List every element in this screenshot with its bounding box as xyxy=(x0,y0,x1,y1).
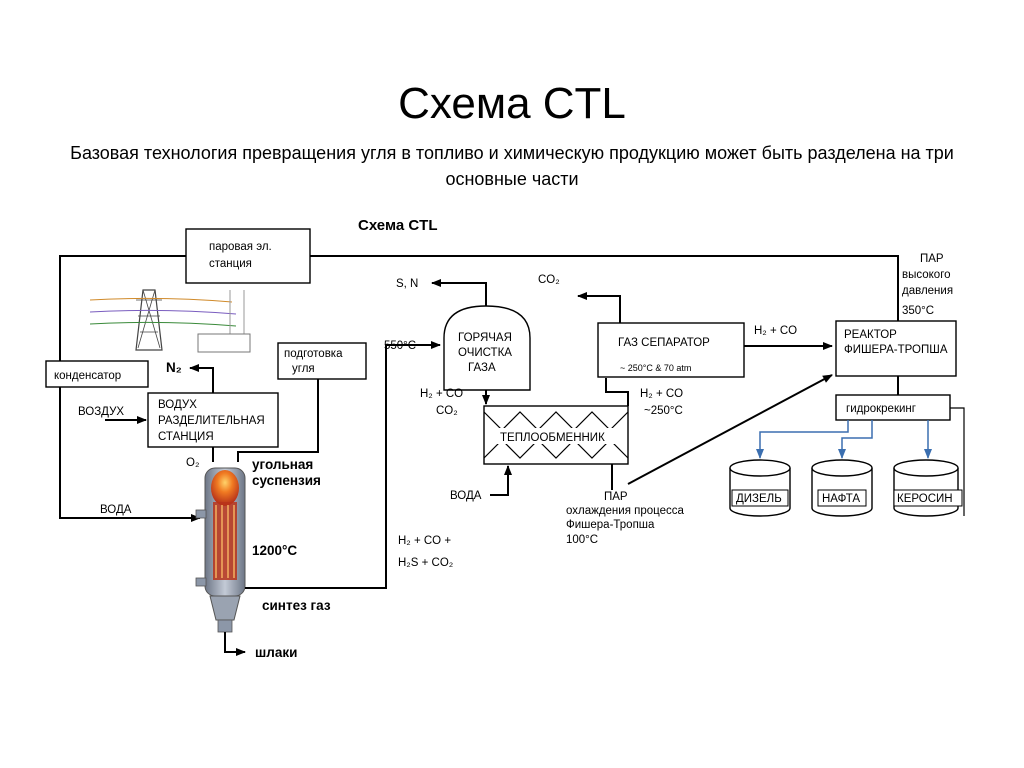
hp-steam-label-2: высокого xyxy=(902,269,951,281)
separator-in-2: ~250°C xyxy=(644,405,683,417)
n2-label: N₂ xyxy=(166,360,182,375)
ft-reactor-label-1: РЕАКТОР xyxy=(844,329,897,341)
tank-kerosene-icon xyxy=(893,459,959,517)
hp-steam-label-1: ПАР xyxy=(920,253,944,265)
power-station-label-1: паровая эл. xyxy=(209,241,272,253)
syngas-line xyxy=(245,341,441,589)
hydrocracking-label: гидрокрекинг xyxy=(846,403,916,415)
heat-exchanger-label-bg xyxy=(496,428,616,444)
hot-cleanup-vessel xyxy=(443,305,531,391)
gas-separator-box xyxy=(597,322,745,378)
air-separation-label-3: СТАНЦИЯ xyxy=(158,431,214,443)
steam-cooling-2: охлаждения процесса xyxy=(566,505,684,517)
slide-subtitle: Базовая технология превращения угля в то… xyxy=(70,143,954,189)
tank-kerosene-label: КЕРОСИН xyxy=(897,493,953,505)
coal-prep-box xyxy=(277,342,367,380)
tank-naphtha-label-bg xyxy=(817,489,867,507)
coal-prep-to-gasifier-line xyxy=(237,379,319,462)
ft-reactor-box xyxy=(835,320,957,377)
return-line xyxy=(950,407,965,516)
slag-out-arrow xyxy=(224,632,246,656)
tank-naphtha-label: НАФТА xyxy=(822,493,860,505)
gasifier-temp-label: 1200°C xyxy=(252,543,297,558)
exchanger-to-separator-line xyxy=(605,378,629,406)
ft-feed-label: H₂ + CO xyxy=(754,325,797,337)
gas-separator-label: ГАЗ СЕПАРАТОР xyxy=(618,337,710,349)
hp-steam-label-3: давления xyxy=(902,285,953,297)
n2-out-arrow xyxy=(189,364,214,393)
product-line-diesel xyxy=(756,420,849,459)
air-separation-label-1: ВОДУХ xyxy=(158,399,197,411)
power-station-box xyxy=(185,228,311,284)
product-line-naphtha xyxy=(838,420,873,459)
hp-steam-label-4: 350°C xyxy=(902,305,934,317)
ft-reactor-label-2: ФИШЕРА-ТРОПША xyxy=(844,344,948,356)
separator-conditions-label: ~ 250°C & 70 atm xyxy=(620,363,691,373)
syngas-label: синтез газ xyxy=(262,598,331,613)
steam-to-reactor-arrow xyxy=(627,374,833,485)
tank-kerosene-label-bg xyxy=(893,489,963,507)
gasifier-vessel-icon xyxy=(195,467,246,633)
coal-prep-label-1: подготовка xyxy=(284,348,343,360)
sn-label: S, N xyxy=(396,278,418,290)
water-left-label: ВОДА xyxy=(100,504,132,516)
tank-naphtha-icon xyxy=(811,459,873,517)
heat-exchanger-zigzag-top xyxy=(483,411,629,431)
tank-diesel-label-bg xyxy=(731,489,789,507)
hot-cleanup-label-1: ГОРЯЧАЯ xyxy=(458,332,512,344)
cleanup-out-1: H₂ + CO xyxy=(420,388,463,400)
condenser-box xyxy=(45,360,149,388)
hot-cleanup-label-3: ГАЗА xyxy=(468,362,496,374)
tank-diesel-label: ДИЗЕЛЬ xyxy=(736,493,782,505)
air-label: ВОЗДУХ xyxy=(78,406,124,418)
cleanup-out-2: CO₂ xyxy=(436,405,458,417)
co2-out-arrow xyxy=(577,292,621,323)
slurry-label-1: угольная xyxy=(252,457,313,472)
air-separation-box xyxy=(147,392,279,448)
separator-in-1: H₂ + CO xyxy=(640,388,683,400)
o2-label: O₂ xyxy=(186,457,199,469)
syngas-composition-1: H₂ + CO + xyxy=(398,535,451,547)
transmission-tower-icon xyxy=(89,289,251,353)
hot-cleanup-temp-label: 550°C xyxy=(384,340,416,352)
steam-cooling-4: 100°C xyxy=(566,534,598,546)
steam-cooling-3: Фишера-Тропша xyxy=(566,519,655,531)
tank-diesel-icon xyxy=(729,459,791,517)
coal-prep-label-2: угля xyxy=(292,363,315,375)
slag-label: шлаки xyxy=(255,645,297,660)
power-station-label-2: станция xyxy=(209,258,252,270)
syngas-composition-2: H₂S + CO₂ xyxy=(398,557,453,569)
diagram-heading: Схема CTL xyxy=(358,217,438,234)
steam-cooling-1: ПАР xyxy=(604,491,628,503)
co2-label: CO₂ xyxy=(538,274,560,286)
air-separation-label-2: РАЗДЕЛИТЕЛЬНАЯ xyxy=(158,415,265,427)
hot-cleanup-label-2: ОЧИСТКА xyxy=(458,347,512,359)
sn-out-arrow xyxy=(431,279,487,306)
water-mid-label: ВОДА xyxy=(450,490,482,502)
loop-right-line xyxy=(310,255,899,321)
heat-exchanger-zigzag-bottom xyxy=(483,439,629,459)
slurry-label-2: суспензия xyxy=(252,473,321,488)
slide-title: Схема CTL xyxy=(398,79,626,128)
condenser-label: конденсатор xyxy=(54,370,121,382)
water-in-arrow xyxy=(490,465,512,496)
heat-exchanger-label: ТЕПЛООБМЕННИК xyxy=(500,432,605,444)
